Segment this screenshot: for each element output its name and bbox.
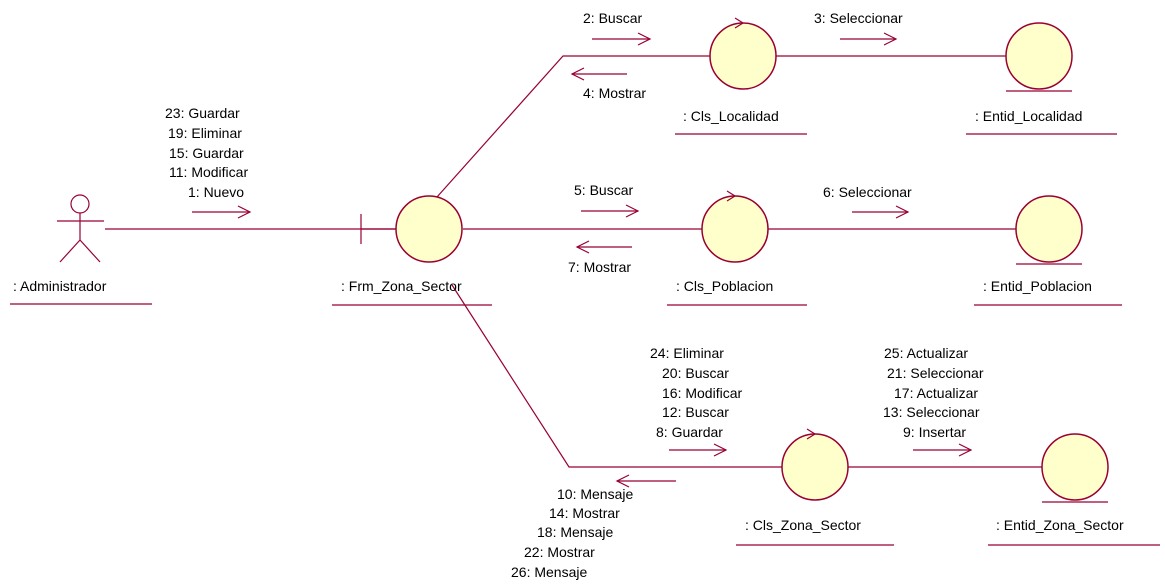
msg-frm-cls-zona-3: 16: Modificar [662,385,742,401]
control-circle [709,22,777,90]
control-cls-poblacion: : Cls_Poblacion [667,190,807,306]
msg-frm-cls-zona-4: 12: Buscar [662,404,729,420]
control-cls-zona-sector: : Cls_Zona_Sector [736,428,894,546]
link-frm-cls-localidad [436,55,710,198]
msg-cls-poblacion-frm: 7: Mostrar [568,259,631,275]
arrow-frm-cls-localidad [592,32,652,46]
entity-circle [1015,195,1083,263]
msg-admin-frm-3: 15: Guardar [169,145,244,161]
msg-cls-zona-entid-4: 13: Seleccionar [883,404,980,420]
msg-admin-frm-1: 23: Guardar [165,105,240,121]
entity-entid-zona-sector: : Entid_Zona_Sector [988,433,1160,546]
msg-frm-cls-zona-2: 20: Buscar [662,365,729,381]
arrow-cls-poblacion-frm [575,240,632,254]
entity-circle [1041,433,1109,501]
arrow-frm-cls-poblacion [581,204,640,218]
msg-cls-zona-frm-4: 22: Mostrar [524,544,595,560]
msg-cls-zona-frm-5: 26: Mensaje [511,564,587,580]
entity-circle [1005,22,1073,90]
msg-admin-frm-5: 1: Nuevo [188,184,244,200]
msg-cls-zona-frm-2: 14: Mostrar [549,505,620,521]
message-arrows [192,32,973,488]
entid-zona-label: : Entid_Zona_Sector [996,517,1124,533]
control-circle [781,433,849,501]
msg-admin-frm-4: 11: Modificar [169,164,248,180]
actor-administrador: : Administrador [10,194,152,305]
control-cls-localidad: : Cls_Localidad [675,17,807,135]
arrow-cls-zona-entid [913,443,973,457]
msg-cls-zona-entid-3: 17: Actualizar [894,385,978,401]
entid-poblacion-label: : Entid_Poblacion [983,278,1092,294]
cls-localidad-label: : Cls_Localidad [683,108,779,124]
msg-cls-poblacion-entid: 6: Seleccionar [823,184,912,200]
msg-cls-localidad-entid: 3: Seleccionar [814,10,903,26]
control-arrow [726,190,737,202]
msg-cls-zona-frm-3: 18: Mensaje [537,524,613,540]
msg-frm-cls-localidad: 2: Buscar [583,10,642,26]
msg-admin-frm-2: 19: Eliminar [168,125,242,141]
boundary-frm-zona-sector: : Frm_Zona_Sector [332,195,492,306]
boundary-circle [395,195,463,263]
actor-label: : Administrador [13,278,107,294]
link-frm-cls-zona [451,284,782,468]
msg-cls-zona-entid-1: 25: Actualizar [884,345,968,361]
cls-zona-label: : Cls_Zona_Sector [745,517,861,533]
arrow-cls-zona-frm [615,474,676,488]
actor-head [70,194,90,214]
association-links [105,55,1042,468]
entity-entid-poblacion: : Entid_Poblacion [974,195,1122,306]
cls-poblacion-label: : Cls_Poblacion [676,278,773,294]
entid-localidad-label: : Entid_Localidad [975,108,1082,124]
msg-cls-zona-entid-2: 21: Seleccionar [887,365,984,381]
msg-frm-cls-zona-1: 24: Eliminar [650,345,724,361]
entity-entid-localidad: : Entid_Localidad [966,22,1117,135]
arrow-cls-localidad-entid [840,32,898,46]
control-circle [701,195,769,263]
msg-cls-zona-frm-1: 10: Mensaje [557,486,633,502]
arrow-frm-cls-zona [669,443,728,457]
msg-cls-zona-entid-5: 9: Insertar [903,424,966,440]
msg-cls-localidad-frm: 4: Mostrar [583,85,646,101]
frm-label: : Frm_Zona_Sector [341,278,462,294]
arrow-admin-frm [192,205,252,219]
arrow-cls-poblacion-entid [852,205,910,219]
msg-frm-cls-poblacion: 5: Buscar [574,182,633,198]
msg-frm-cls-zona-5: 8: Guardar [656,424,723,440]
control-arrow [806,428,817,440]
arrow-cls-localidad-frm [570,67,627,81]
message-labels: 23: Guardar 19: Eliminar 15: Guardar 11:… [165,10,984,580]
control-arrow [734,17,745,29]
